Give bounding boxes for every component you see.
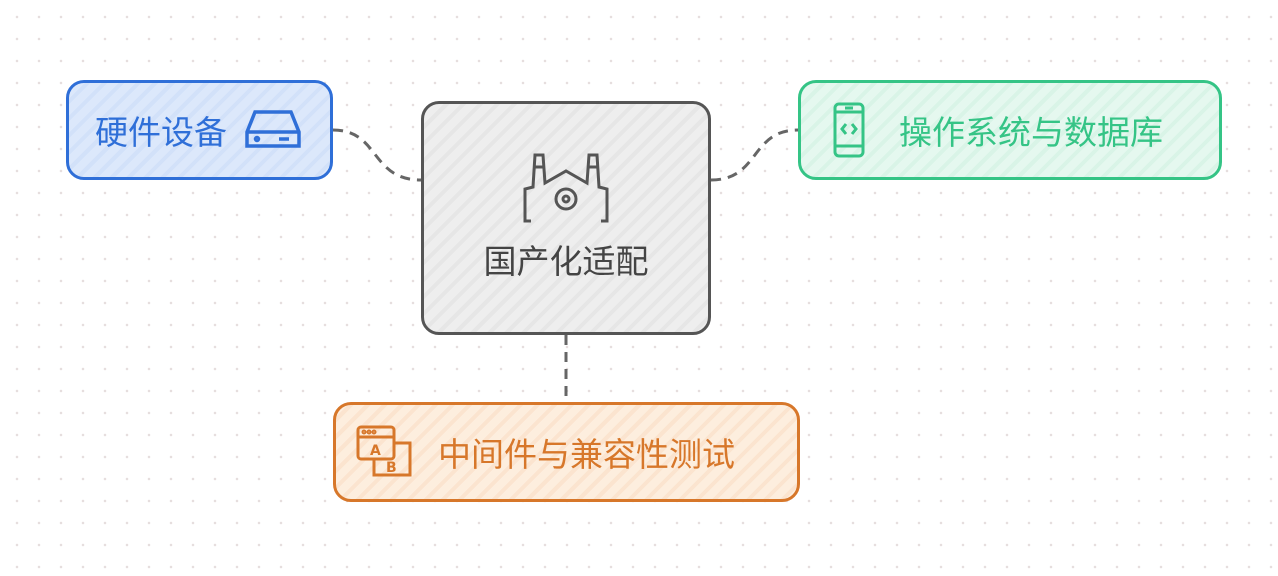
svg-text:A: A [370, 443, 381, 459]
svg-text:B: B [386, 460, 397, 476]
center-node[interactable]: 国产化适配 [421, 101, 711, 335]
middleware-testing-label: 中间件与兼容性测试 [438, 435, 735, 474]
os-database-label: 操作系统与数据库 [899, 113, 1163, 152]
mobile-code-icon [833, 102, 865, 158]
factory-gear-icon [523, 153, 609, 223]
branch-middleware-testing[interactable]: A B 中间件与兼容性测试 [333, 402, 800, 502]
hard-drive-icon [245, 110, 301, 148]
ab-test-window-icon: A B [356, 425, 412, 477]
connector-os [710, 128, 799, 182]
branch-os-database[interactable]: 操作系统与数据库 [798, 80, 1222, 180]
hardware-label: 硬件设备 [95, 113, 227, 152]
connector-hardware [332, 128, 422, 182]
branch-hardware[interactable]: 硬件设备 [66, 80, 333, 180]
center-label: 国产化适配 [483, 242, 649, 281]
